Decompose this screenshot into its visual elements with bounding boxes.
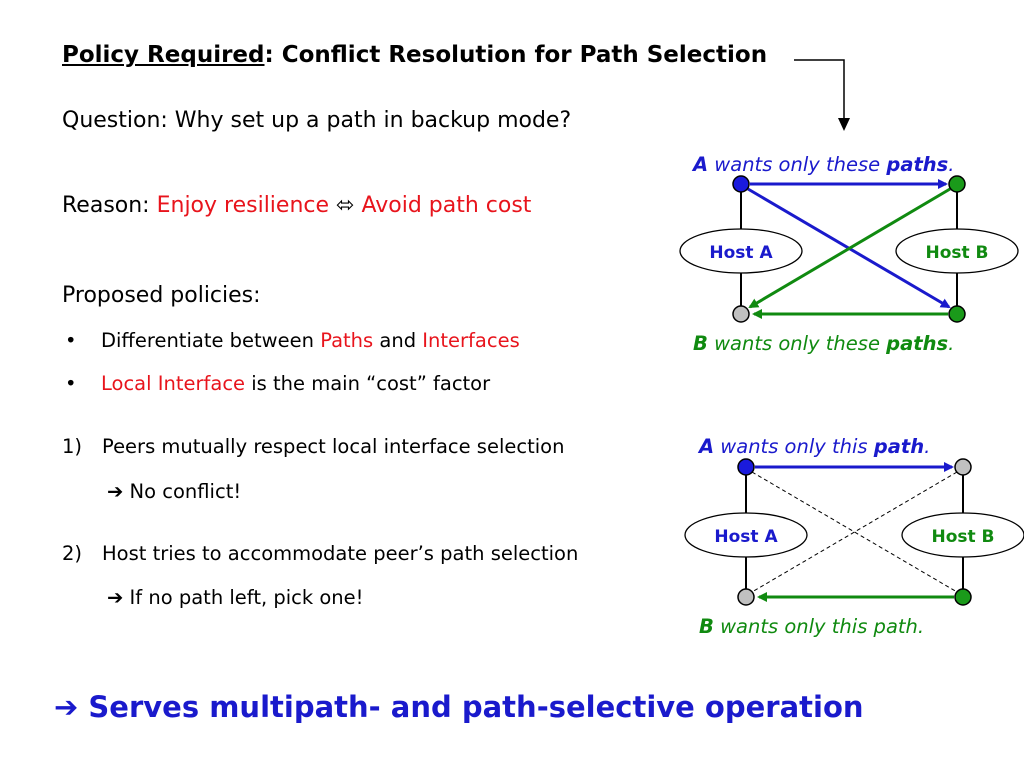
question-text: Question: Why set up a path in backup mo… — [62, 108, 572, 133]
interface-a-top — [737, 458, 755, 476]
diagram1-bottom-caption: B wants only these paths. — [693, 332, 954, 355]
diagram-single-path: A wants only this path. Host A Host B B … — [684, 435, 1024, 638]
bullet-dot-icon: • — [65, 372, 77, 395]
path-b-to-a-cross — [748, 187, 951, 309]
numbered-item-2: 2) Host tries to accommodate peer’s path… — [62, 542, 579, 565]
numbered-2-label: 2) — [62, 542, 83, 565]
numbered-2-text: Host tries to accommodate peer’s path se… — [102, 542, 579, 565]
bullet-2-local-interface: Local Interface — [101, 372, 246, 395]
numbered-1-label: 1) — [62, 435, 83, 458]
title-pointer-arrow — [794, 59, 850, 131]
reason-path-cost: Avoid path cost — [361, 193, 532, 218]
interface-b-top — [954, 458, 972, 476]
host-b-label: Host B — [931, 527, 994, 547]
right-arrow-icon: ➔ — [107, 480, 124, 503]
bullet-dot-icon: • — [65, 329, 77, 352]
host-a-label: Host A — [714, 527, 778, 547]
bullet-2-text: is the main “cost” factor — [245, 372, 491, 395]
numbered-item-1-sub: ➔ No conflict! — [107, 480, 241, 503]
diagram2-bottom-caption: B wants only this path. — [699, 615, 924, 638]
numbered-1-text: Peers mutually respect local interface s… — [102, 435, 565, 458]
numbered-1-sub-text: No conflict! — [129, 480, 242, 503]
bullet-item-1: • Differentiate between Paths and Interf… — [65, 329, 520, 352]
bullet-1-paths: Paths — [320, 329, 374, 352]
unused-path-cross-2 — [751, 471, 958, 593]
host-a-label: Host A — [709, 243, 773, 263]
numbered-2-sub-text: If no path left, pick one! — [129, 586, 364, 609]
title-policy-required: Policy Required — [62, 42, 265, 68]
interface-a-bottom — [737, 588, 755, 606]
diagram-all-paths: A wants only these paths. Host A Host B … — [679, 153, 1019, 355]
interface-b-bottom — [948, 305, 966, 323]
bullet-1-interfaces: Interfaces — [422, 329, 520, 352]
host-b-node — [901, 512, 1024, 558]
proposed-heading: Proposed policies: — [62, 283, 261, 308]
interface-b-top — [948, 175, 966, 193]
bullet-1-text-a: Differentiate between — [101, 329, 321, 352]
reason-prefix: Reason: — [62, 193, 157, 218]
numbered-item-1: 1) Peers mutually respect local interfac… — [62, 435, 565, 458]
right-arrow-icon: ➔ — [107, 586, 124, 609]
right-arrow-icon: ➔ — [54, 690, 79, 724]
slide-title: Policy Required: Conflict Resolution for… — [62, 42, 767, 68]
numbered-item-2-sub: ➔ If no path left, pick one! — [107, 586, 363, 609]
bullet-1-text-b: and — [373, 329, 423, 352]
interface-a-top — [732, 175, 750, 193]
host-a-node — [684, 512, 808, 558]
reason-line: Reason: Enjoy resilience ⬄ Avoid path co… — [62, 193, 531, 218]
host-a-node — [679, 228, 803, 274]
conclusion: ➔ Serves multipath- and path-selective o… — [54, 690, 864, 724]
reason-symbol: ⬄ — [336, 193, 355, 218]
host-b-node — [895, 228, 1019, 274]
conclusion-text: Serves multipath- and path-selective ope… — [88, 690, 864, 724]
title-rest: : Conflict Resolution for Path Selection — [264, 42, 768, 68]
host-b-label: Host B — [925, 243, 988, 263]
interface-a-bottom — [732, 305, 750, 323]
diagram1-top-caption: A wants only these paths. — [691, 153, 955, 176]
interface-b-bottom — [954, 588, 972, 606]
diagram2-top-caption: A wants only this path. — [697, 435, 930, 458]
unused-path-cross-1 — [751, 471, 958, 593]
bullet-item-2: • Local Interface is the main “cost” fac… — [65, 372, 491, 395]
reason-resilience: Enjoy resilience — [156, 193, 330, 218]
